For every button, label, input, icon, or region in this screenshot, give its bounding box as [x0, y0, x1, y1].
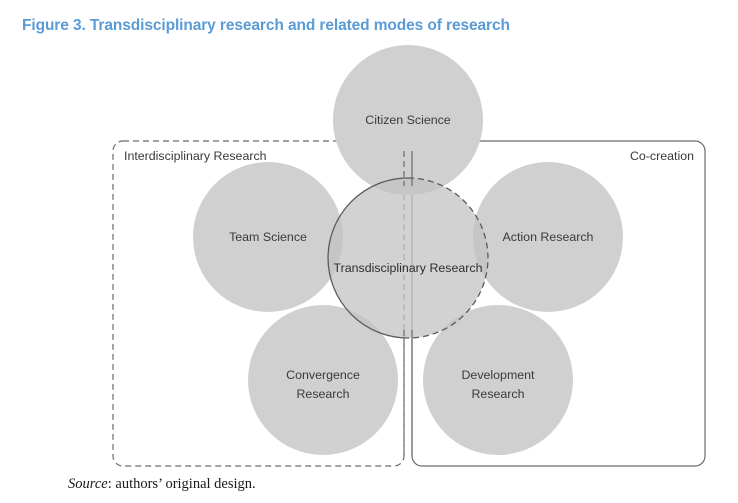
team-science-circle[interactable] — [193, 162, 343, 312]
petal-convergence-research[interactable]: Convergence Research — [248, 305, 398, 455]
development-research-label-line2: Research — [471, 387, 524, 401]
petal-development-research[interactable]: Development Research — [423, 305, 573, 455]
interdisciplinary-research-box — [112, 140, 405, 467]
petal-action-research[interactable]: Action Research — [473, 162, 623, 312]
citizen-science-label: Citizen Science — [365, 113, 451, 127]
figure-title: Figure 3. Transdisciplinary research and… — [22, 17, 510, 34]
action-research-label: Action Research — [503, 230, 594, 244]
transdisciplinary-circle-dashed-arc — [407, 177, 489, 339]
convergence-research-label-line2: Research — [296, 387, 349, 401]
transdisciplinary-research-circle[interactable] — [328, 178, 488, 338]
action-research-circle[interactable] — [473, 162, 623, 312]
petal-team-science[interactable]: Team Science — [193, 162, 343, 312]
citizen-science-circle[interactable] — [333, 45, 483, 195]
source-note: Source: authors’ original design. — [68, 476, 256, 493]
petal-citizen-science[interactable]: Citizen Science — [333, 45, 483, 195]
team-science-label: Team Science — [229, 230, 307, 244]
interdisciplinary-research-label: Interdisciplinary Research — [124, 149, 267, 163]
center-node-transdisciplinary-research[interactable]: Transdisciplinary Research — [327, 177, 489, 339]
development-research-label-line1: Development — [461, 368, 535, 382]
convergence-research-circle[interactable] — [248, 305, 398, 455]
co-creation-label: Co-creation — [630, 149, 694, 163]
transdisciplinary-research-label: Transdisciplinary Research — [334, 261, 483, 275]
source-label: Source — [68, 476, 108, 492]
group-box-interdisciplinary-research: Interdisciplinary Research — [112, 140, 405, 467]
convergence-research-label-line1: Convergence — [286, 368, 360, 382]
development-research-circle[interactable] — [423, 305, 573, 455]
source-text: : authors’ original design. — [107, 476, 256, 492]
transdisciplinary-circle-solid-arc — [327, 177, 409, 339]
